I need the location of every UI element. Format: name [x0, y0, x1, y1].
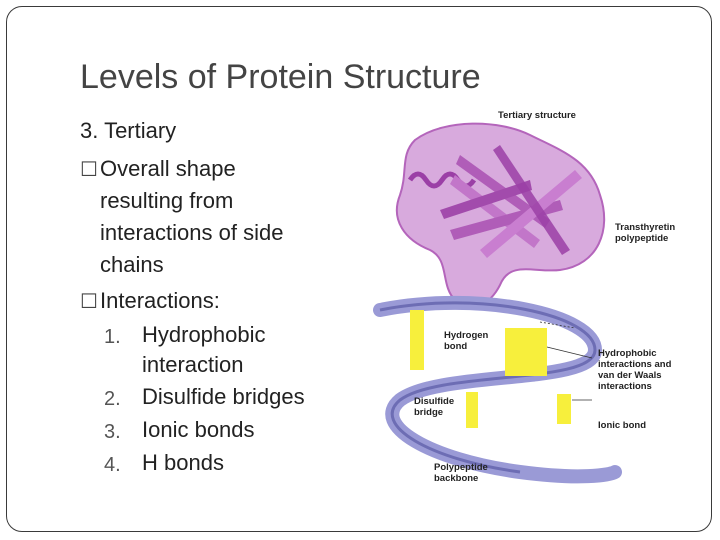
list-number-3: 3.	[104, 421, 121, 443]
disulfide-label-2: bridge	[414, 407, 444, 418]
ionic-bond-label: Ionic bond	[598, 420, 647, 431]
bullet-1-line-2: resulting from	[100, 188, 234, 213]
backbone-ribbon-shade	[379, 301, 597, 474]
list-item-2: Disulfide bridges	[142, 384, 305, 409]
transthyretin-label-2: polypeptide	[615, 233, 669, 244]
strand-3	[440, 180, 532, 219]
backbone-label-2: backbone	[434, 473, 479, 484]
list-item-3: Ionic bonds	[142, 417, 255, 442]
bullet-1-line-1: ☐Overall shape	[80, 156, 236, 181]
list-item-1-line-2: interaction	[142, 352, 244, 377]
heading-tertiary: 3. Tertiary	[80, 118, 177, 143]
protein-illustration	[373, 122, 622, 484]
list-item-4: H bonds	[142, 450, 224, 475]
protein-figure: Tertiary structure Transthyretin polypep…	[360, 100, 700, 500]
tertiary-structure-label: Tertiary structure	[498, 110, 576, 121]
hydrogen-bond-label-1: Hydrogen	[444, 330, 489, 341]
bullet-1-line-3: interactions of side	[100, 220, 284, 245]
hbond-highlight	[410, 310, 424, 370]
hydrogen-bond-label-2: bond	[444, 341, 468, 352]
bullet-1-line-4: chains	[100, 252, 164, 277]
backbone-label-1: Polypeptide	[434, 462, 488, 473]
hydrophobic-highlight	[505, 328, 547, 376]
hydrophobic-label-2: interactions and	[598, 359, 672, 370]
list-number-1: 1.	[104, 326, 121, 348]
strand-5	[480, 170, 582, 258]
list-item-1-line-1: Hydrophobic	[142, 322, 266, 347]
slide-frame	[6, 6, 712, 532]
checkbox-bullet-icon: ☐	[80, 291, 98, 313]
disulfide-highlight	[466, 392, 478, 428]
disulfide-label-1: Disulfide	[414, 396, 455, 407]
checkbox-bullet-icon: ☐	[80, 159, 98, 181]
strand-6	[493, 145, 570, 255]
ionic-highlight	[557, 394, 571, 424]
list-number-2: 2.	[104, 388, 121, 410]
hydrophobic-label-3: van der Waals	[598, 370, 662, 381]
bullet-2-line-1: ☐Interactions:	[80, 288, 220, 313]
slide-title: Levels of Protein Structure	[80, 58, 481, 96]
list-number-4: 4.	[104, 454, 121, 476]
transthyretin-label-1: Transthyretin	[615, 222, 676, 233]
hydrophobic-label-4: interactions	[598, 381, 652, 392]
hydrophobic-label-1: Hydrophobic	[598, 348, 657, 359]
